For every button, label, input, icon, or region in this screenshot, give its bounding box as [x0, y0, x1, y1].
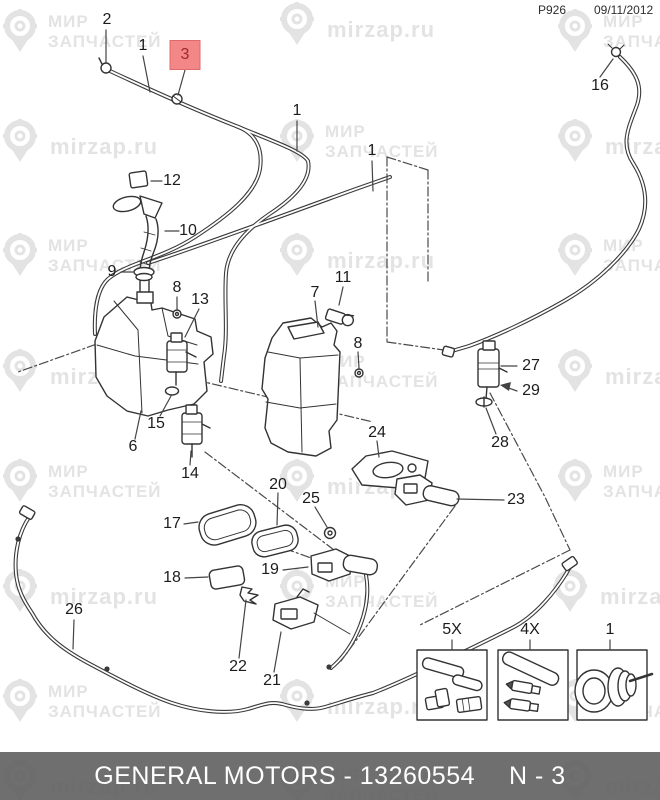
- callout-15: 15: [147, 415, 165, 432]
- callout-8: 8: [353, 335, 363, 352]
- callout-16: 16: [591, 77, 609, 94]
- callout-28: 28: [491, 434, 509, 451]
- callout-14: 14: [181, 465, 199, 482]
- footer-part-number: GENERAL MOTORS - 13260554: [94, 761, 476, 790]
- callout-25: 25: [302, 490, 320, 507]
- callout-21: 21: [263, 672, 281, 689]
- grommet-28: [475, 396, 493, 408]
- headlamp-nozzle-23: [394, 474, 460, 507]
- callout-17: 17: [163, 515, 181, 532]
- callout-26: 26: [65, 601, 83, 618]
- grommet-15: [164, 386, 180, 396]
- callout-10: 10: [179, 222, 197, 239]
- nozzle-cover-20: [251, 524, 299, 558]
- callout-6: 6: [128, 438, 138, 455]
- hose-end-fitting-left: [18, 505, 36, 520]
- legend-boxes: [416, 649, 654, 721]
- callout-8: 8: [172, 279, 182, 296]
- callout-1: 1: [605, 621, 615, 638]
- callout-19: 19: [261, 561, 279, 578]
- footer-bar: GENERAL MOTORS - 13260554 N - 3: [0, 752, 660, 800]
- hose-clip-2: [98, 57, 112, 74]
- callout-highlighted-3: 3: [169, 40, 201, 70]
- plate-date: 09/11/2012: [594, 3, 654, 17]
- nozzle-cover-18: [208, 565, 246, 590]
- nozzle-cover-17: [198, 504, 257, 546]
- filler-neck-assembly: [112, 170, 163, 304]
- screw-8-right: [354, 368, 364, 378]
- legend-4x-contents: [501, 651, 560, 713]
- callout-7: 7: [310, 284, 320, 301]
- hose-clip-16: [607, 43, 625, 58]
- callout-1: 1: [138, 37, 148, 54]
- headlamp-nozzle-21: [272, 588, 351, 635]
- callout-5X: 5X: [442, 621, 462, 638]
- callout-1: 1: [367, 142, 377, 159]
- washer-system-diagram: [13, 29, 654, 721]
- callout-18: 18: [163, 569, 181, 586]
- callout-22: 22: [229, 658, 247, 675]
- level-sensor-11: [324, 308, 355, 327]
- callout-2: 2: [102, 11, 112, 28]
- callout-20: 20: [269, 476, 287, 493]
- callout-11: 11: [334, 269, 352, 286]
- legend-5x-contents: [421, 657, 483, 714]
- arrowhead-29: [500, 382, 511, 391]
- hose-connector-27: [441, 345, 456, 358]
- headlamp-washer-pump-27: [477, 340, 508, 400]
- callout-27: 27: [522, 357, 540, 374]
- callout-4X: 4X: [520, 621, 540, 638]
- callout-29: 29: [522, 382, 540, 399]
- reservoir-7: [261, 317, 341, 457]
- page-header: P926 09/11/2012: [0, 3, 660, 19]
- hose-clip-marks: [15, 536, 453, 706]
- hose-end-fitting-right: [561, 555, 578, 572]
- callout-24: 24: [368, 424, 386, 441]
- washer-pump-13: [166, 332, 197, 386]
- rivet-25: [323, 526, 337, 540]
- callout-12: 12: [163, 172, 181, 189]
- hose-clip-3: [171, 93, 183, 105]
- callout-13: 13: [191, 291, 209, 308]
- headlamp-nozzle-19: [310, 548, 379, 582]
- reservoir-6: [94, 296, 214, 417]
- screw-8-left: [172, 309, 182, 319]
- callout-23: 23: [507, 491, 525, 508]
- washer-pump-14: [181, 404, 211, 458]
- callout-9: 9: [107, 263, 117, 280]
- callout-1: 1: [292, 102, 302, 119]
- footer-page-ref: N - 3: [509, 761, 566, 790]
- retainer-clip-22: [239, 586, 259, 605]
